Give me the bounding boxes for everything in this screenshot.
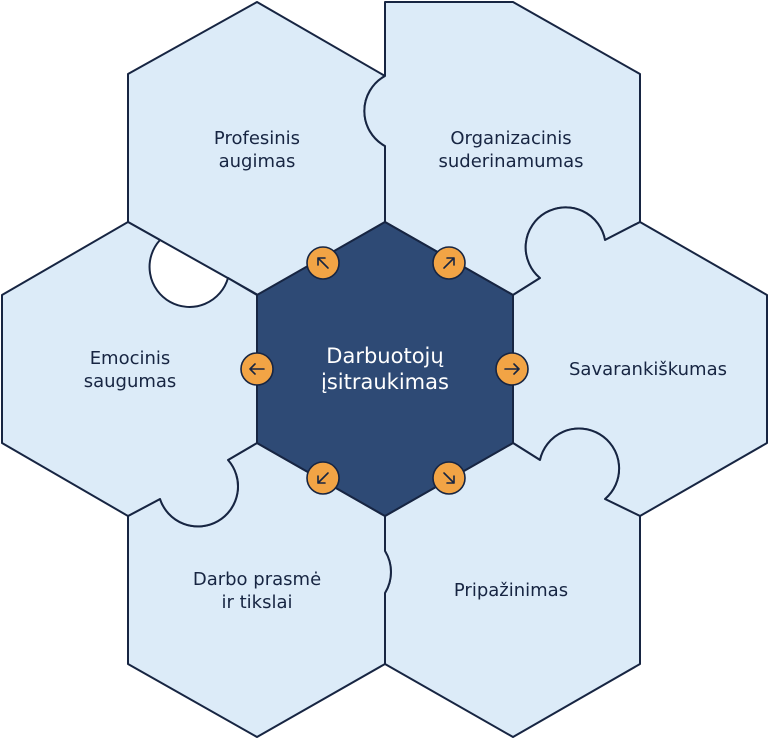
arrow-down-right-icon xyxy=(432,461,466,495)
arrow-down-left-icon xyxy=(306,461,340,495)
arrow-up-right-icon xyxy=(432,246,466,280)
label-bottom-left-line2: ir tikslai xyxy=(221,592,292,613)
hex-center xyxy=(256,221,514,517)
arrow-up-left-icon xyxy=(306,246,340,280)
center-title-line1: Darbuotojų xyxy=(326,344,443,368)
label-left-line1: Emocinis xyxy=(90,348,171,369)
label-right: Savarankiškumas xyxy=(569,359,727,380)
label-left-line2: saugumas xyxy=(84,371,177,392)
label-top-left-line2: augimas xyxy=(219,151,296,172)
label-bottom-left-line1: Darbo prasmė xyxy=(193,569,321,590)
arrow-left-icon xyxy=(240,352,274,386)
label-top-left-line1: Profesinis xyxy=(214,128,300,149)
label-bottom-right: Pripažinimas xyxy=(454,580,568,601)
arrow-right-icon xyxy=(495,352,529,386)
label-top-right-line2: suderinamumas xyxy=(438,151,583,172)
center-title-line2: įsitraukimas xyxy=(321,370,449,394)
label-top-right-line1: Organizacinis xyxy=(450,128,571,149)
